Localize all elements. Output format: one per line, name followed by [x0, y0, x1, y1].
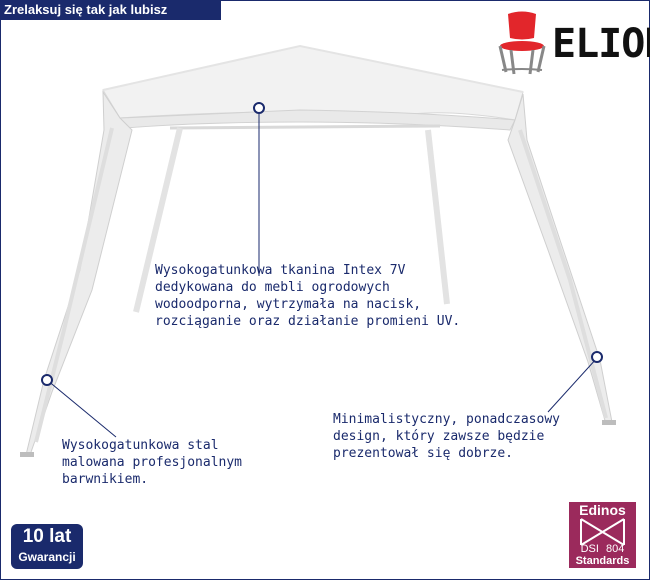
brand-name: ELIOR	[552, 21, 650, 67]
warranty-years: 10 lat	[22, 526, 72, 547]
brand-logo[interactable]: ELIOR	[494, 10, 650, 80]
chair-icon	[498, 11, 546, 75]
callout-steel-text: Wysokogatunkowa stal malowana profesjona…	[62, 438, 243, 487]
standards-badge: Edinos DSI 804 Standards	[569, 502, 636, 568]
warranty-label: Gwarancji	[18, 550, 76, 564]
standards-emblem-icon	[580, 518, 625, 546]
standards-code-left: DSI	[580, 543, 599, 555]
standards-label: Standards	[575, 555, 630, 567]
callout-design-text: Minimalistyczny, ponadczasowy design, kt…	[333, 412, 560, 461]
standards-code-right: 804	[606, 543, 625, 555]
page-title: Zrelaksuj się tak jak lubisz	[0, 0, 221, 20]
standards-code: DSI 804	[569, 543, 636, 555]
warranty-badge: 10 lat Gwarancji	[11, 524, 83, 569]
callout-fabric-text: Wysokogatunkowa tkanina Intex 7V dedykow…	[155, 263, 461, 329]
standards-badge-name: Edinos	[579, 502, 626, 518]
